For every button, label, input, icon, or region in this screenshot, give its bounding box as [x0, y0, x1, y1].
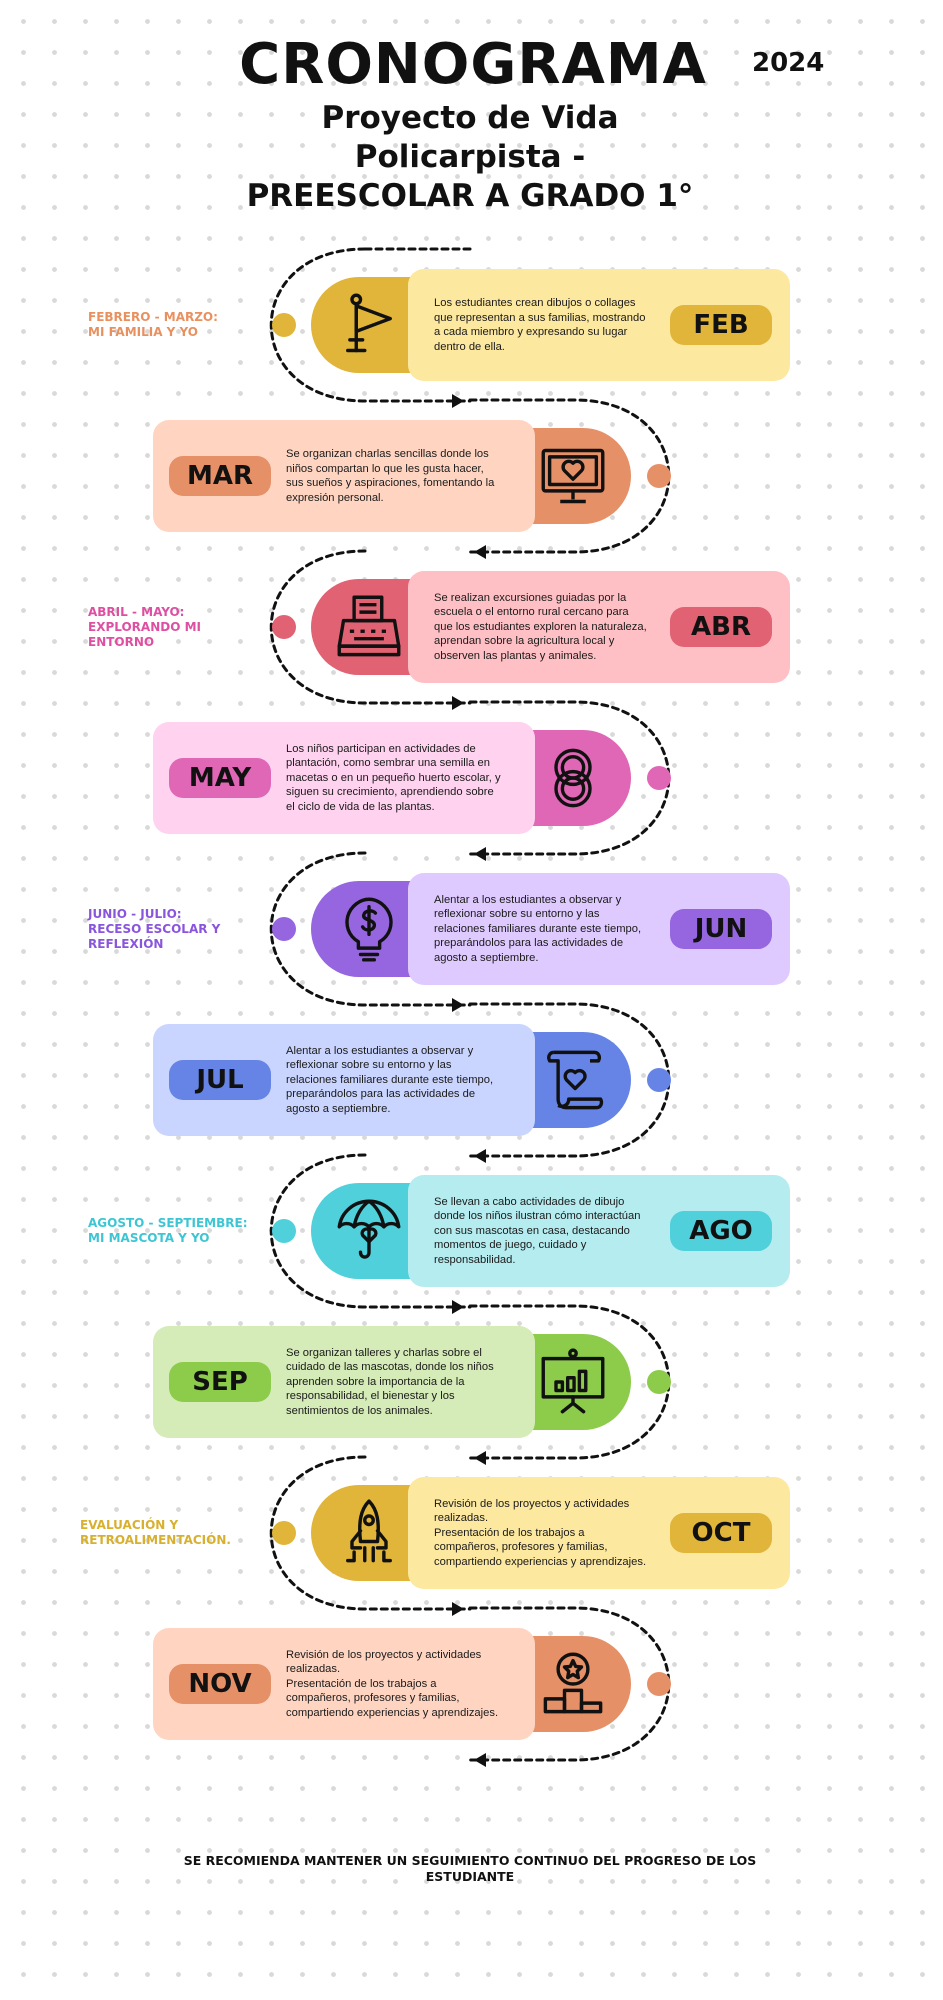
- phase-label: AGOSTO - SEPTIEMBRE: MI MASCOTA Y YO: [88, 1216, 248, 1245]
- month-description: Se organizan talleres y charlas sobre el…: [286, 1346, 494, 1417]
- timeline-node: [647, 464, 671, 488]
- path-arrow: [452, 998, 464, 1012]
- month-card: Se realizan excursiones guiadas por la e…: [408, 571, 790, 683]
- path-arrow: [474, 545, 486, 559]
- path-arrow: [474, 1451, 486, 1465]
- presentation-chart-icon: [541, 1348, 605, 1414]
- timeline-node: [272, 1219, 296, 1243]
- path-arrow: [474, 1149, 486, 1163]
- month-card: Se llevan a cabo actividades de dibujo d…: [408, 1175, 790, 1287]
- month-pill: JUN: [670, 909, 772, 949]
- timeline-node: [647, 1370, 671, 1394]
- month-description: Alentar a los estudiantes a observar y r…: [286, 1044, 494, 1115]
- year-label: 2024: [752, 48, 825, 78]
- rocket-icon: [346, 1499, 392, 1563]
- page-title: CRONOGRAMA: [239, 32, 707, 97]
- month-card: Los niños participan en actividades de p…: [153, 722, 535, 834]
- path-arrow: [474, 1753, 486, 1767]
- month-description: Se organizan charlas sencillas donde los…: [286, 448, 495, 504]
- month-description: Revisión de los proyectos y actividades …: [286, 1648, 499, 1719]
- phase-label: ABRIL - MAYO: EXPLORANDO MI ENTORNO: [88, 604, 201, 649]
- month-pill: AGO: [670, 1211, 772, 1251]
- path-arrow: [452, 696, 464, 710]
- month-pill: NOV: [169, 1664, 271, 1704]
- phase-label: FEBRERO - MARZO: MI FAMILIA Y YO: [88, 310, 218, 339]
- phase-label: JUNIO - JULIO: RECESO ESCOLAR Y REFLEXIÓ…: [88, 906, 221, 951]
- month-description: Alentar a los estudiantes a observar y r…: [434, 893, 642, 964]
- month-card: Se organizan charlas sencillas donde los…: [153, 420, 535, 532]
- podium-star-icon: [543, 1652, 603, 1714]
- month-pill: JUL: [169, 1060, 271, 1100]
- path-arrow: [452, 394, 464, 408]
- typewriter-icon: [337, 595, 401, 657]
- subtitle-line-3: PREESCOLAR A GRADO 1°: [246, 178, 694, 214]
- timeline-node: [647, 1672, 671, 1696]
- umbrella-heart-icon: [337, 1199, 401, 1259]
- path-arrow: [452, 1602, 464, 1616]
- phase-label: EVALUACIÓN Y RETROALIMENTACIÓN.: [80, 1518, 231, 1547]
- month-description: Se llevan a cabo actividades de dibujo d…: [434, 1195, 641, 1266]
- month-description: Los niños participan en actividades de p…: [286, 742, 501, 813]
- flag-icon: [346, 293, 392, 353]
- month-pill: SEP: [169, 1362, 271, 1402]
- timeline-node: [272, 615, 296, 639]
- rings-icon: [554, 748, 592, 808]
- timeline-node: [647, 766, 671, 790]
- month-card: Alentar a los estudiantes a observar y r…: [408, 873, 790, 985]
- month-card: Se organizan talleres y charlas sobre el…: [153, 1326, 535, 1438]
- path-arrow: [452, 1300, 464, 1314]
- month-pill: FEB: [670, 305, 772, 345]
- scroll-heart-icon: [547, 1050, 604, 1110]
- timeline-node: [647, 1068, 671, 1092]
- month-description: Los estudiantes crean dibujos o collages…: [434, 297, 646, 353]
- month-card: Revisión de los proyectos y actividades …: [153, 1628, 535, 1740]
- month-pill: MAR: [169, 456, 271, 496]
- month-card: Revisión de los proyectos y actividades …: [408, 1477, 790, 1589]
- month-description: Revisión de los proyectos y actividades …: [434, 1497, 647, 1568]
- subtitle-line-1: Proyecto de Vida: [321, 100, 619, 136]
- month-description: Se realizan excursiones guiadas por la e…: [434, 591, 647, 662]
- subtitle-line-2: Policarpista -: [354, 139, 586, 175]
- footer-note: SE RECOMIENDA MANTENER UN SEGUIMIENTO CO…: [183, 1853, 757, 1884]
- month-card: Los estudiantes crean dibujos o collages…: [408, 269, 790, 381]
- path-arrow: [474, 847, 486, 861]
- timeline-node: [272, 313, 296, 337]
- month-pill: MAY: [169, 758, 271, 798]
- lightbulb-dollar-icon: [345, 897, 393, 962]
- timeline-node: [272, 917, 296, 941]
- timeline-node: [272, 1521, 296, 1545]
- month-pill: ABR: [670, 607, 772, 647]
- monitor-heart-icon: [541, 448, 605, 504]
- month-pill: OCT: [670, 1513, 772, 1553]
- month-card: Alentar a los estudiantes a observar y r…: [153, 1024, 535, 1136]
